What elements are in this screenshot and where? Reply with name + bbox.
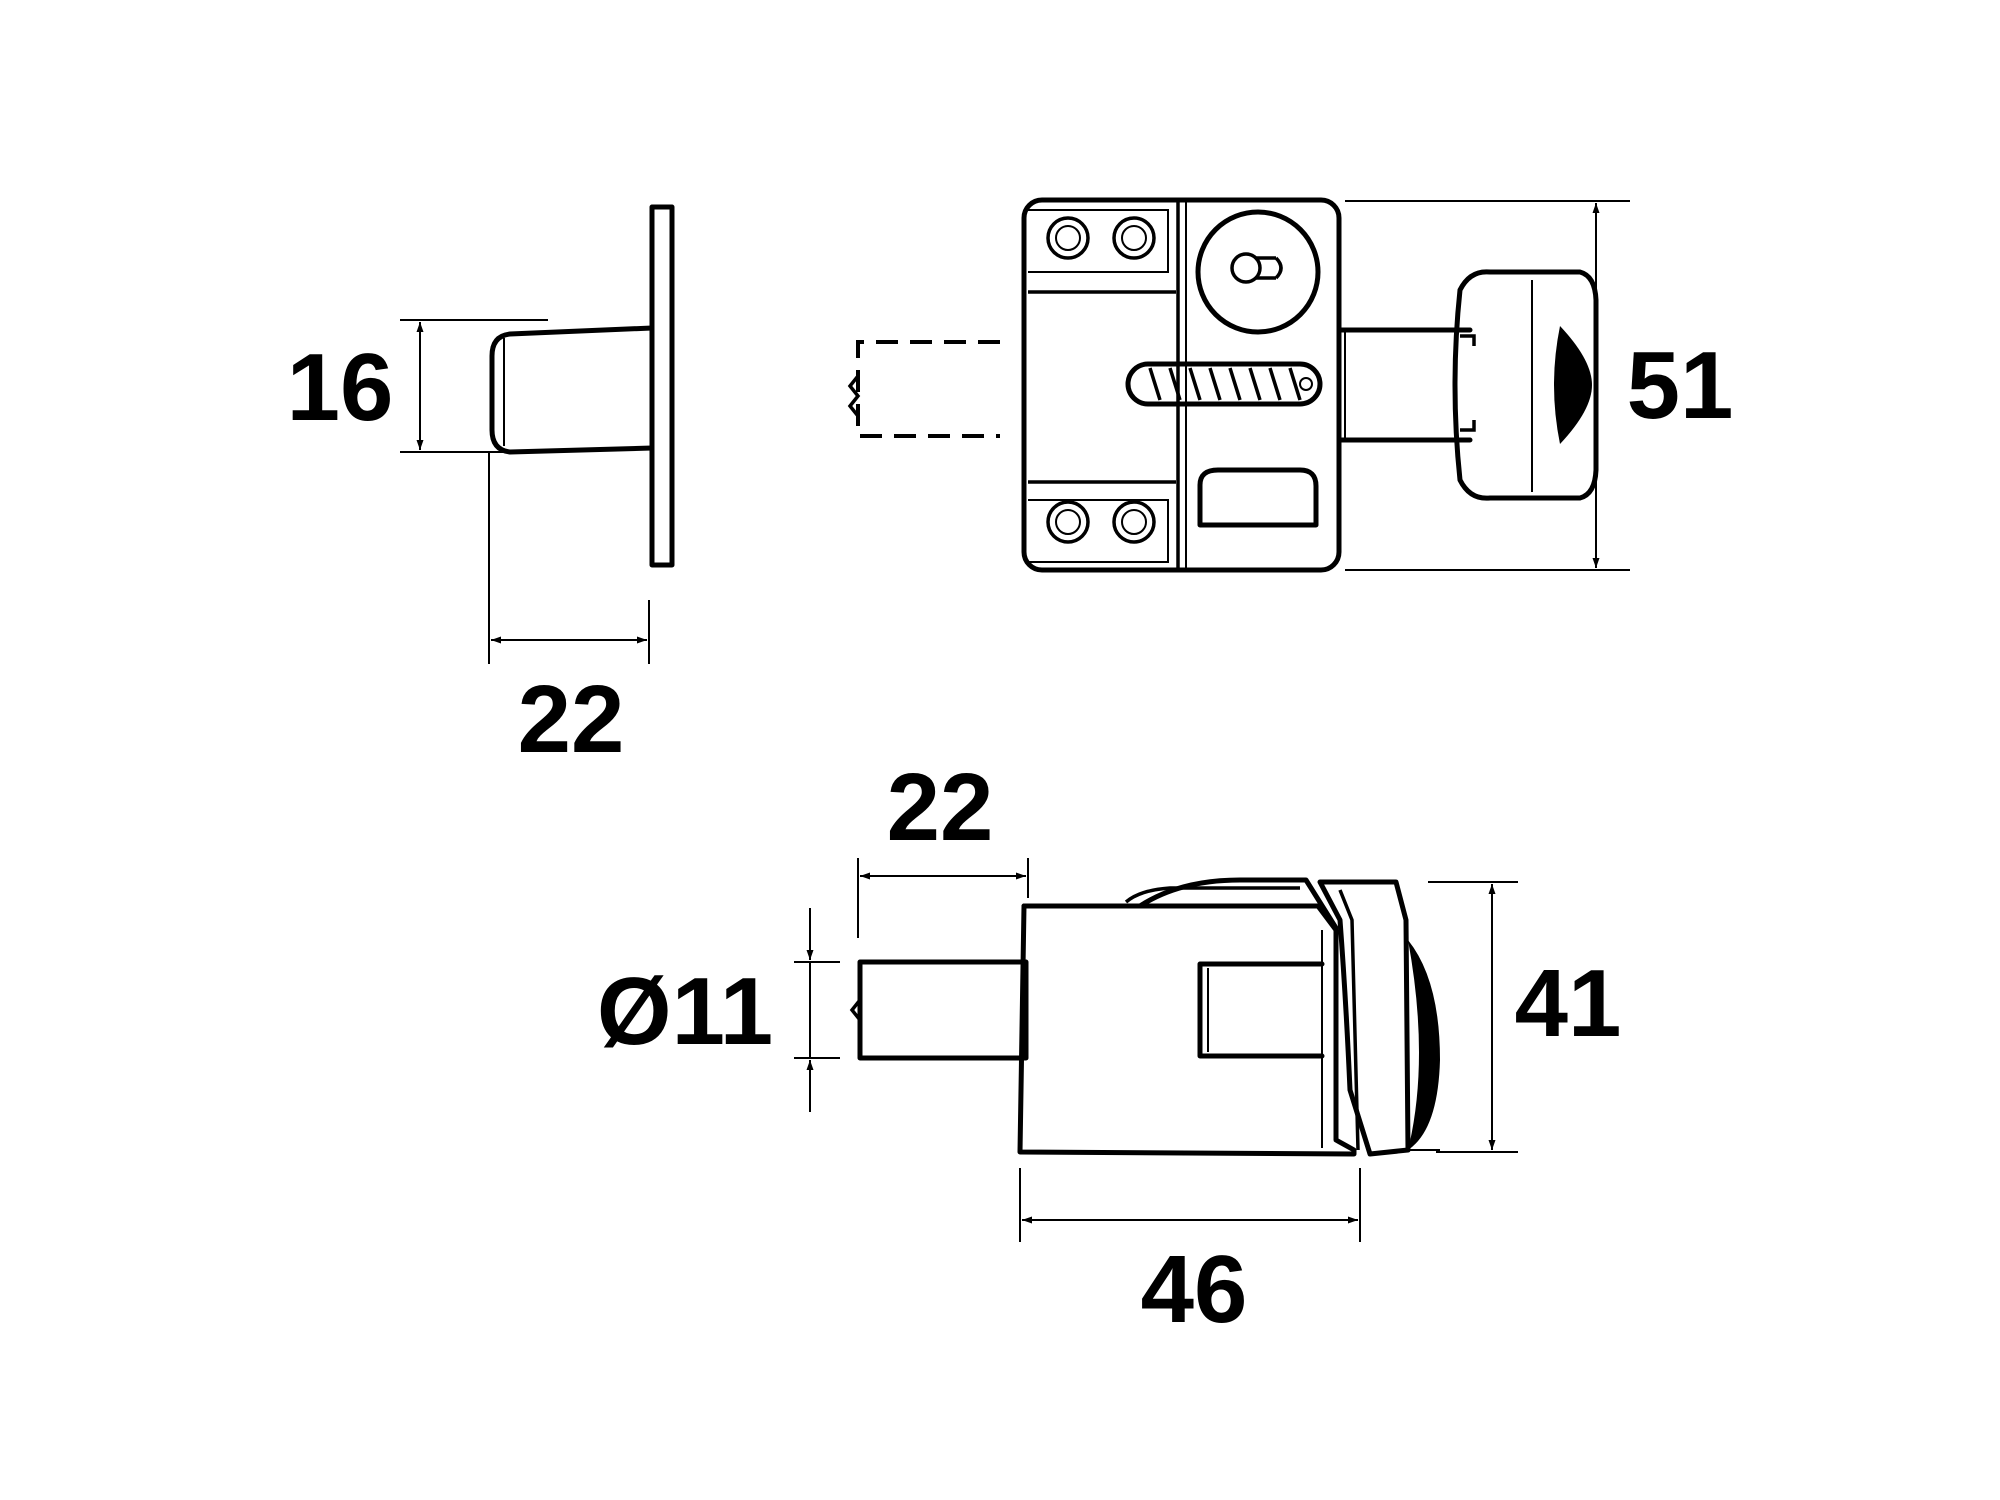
dim-label-41: 41	[1515, 950, 1622, 1057]
dim-label-16: 16	[287, 334, 394, 441]
dim-label-22-strike: 22	[518, 666, 625, 773]
dim-label-51: 51	[1627, 332, 1734, 439]
bolt-knob	[1452, 269, 1599, 501]
lock-front-view: 51	[847, 197, 1734, 573]
bolt-shaft	[1336, 327, 1473, 443]
keyhole-icon	[1195, 209, 1321, 335]
side-knob-grip	[1408, 940, 1440, 1150]
side-knob	[1317, 879, 1411, 1157]
screw-bottom-left	[1046, 500, 1090, 544]
lower-recess	[1197, 467, 1319, 528]
strike-bolt	[489, 325, 655, 455]
dim-diameter-11: Ø11	[597, 908, 840, 1112]
strike-plate-view: 16 22	[287, 204, 675, 773]
screw-top-left	[1046, 216, 1090, 260]
dim-label-diameter-11: Ø11	[597, 958, 773, 1065]
dim-51: 51	[1345, 200, 1734, 571]
strike-plate	[649, 204, 675, 568]
dim-22-bolt: 22	[857, 754, 1029, 938]
lock-body	[1021, 197, 1342, 573]
dim-41: 41	[1428, 881, 1622, 1153]
screw-top-right	[1112, 216, 1156, 260]
screw-bottom-right	[1112, 500, 1156, 544]
retracted-bolt-outline	[856, 340, 1000, 438]
knob-grip	[1554, 326, 1592, 444]
dim-label-46: 46	[1141, 1236, 1248, 1343]
dim-label-22-bolt: 22	[887, 754, 994, 861]
lock-side-view: 22 Ø11 41 46	[597, 754, 1621, 1343]
dim-22-strike: 22	[488, 452, 650, 773]
side-bolt	[857, 959, 1029, 1061]
spring-slot	[1125, 361, 1323, 407]
side-body	[1017, 903, 1357, 1157]
dim-46: 46	[1019, 1168, 1361, 1343]
dim-16: 16	[287, 319, 548, 453]
